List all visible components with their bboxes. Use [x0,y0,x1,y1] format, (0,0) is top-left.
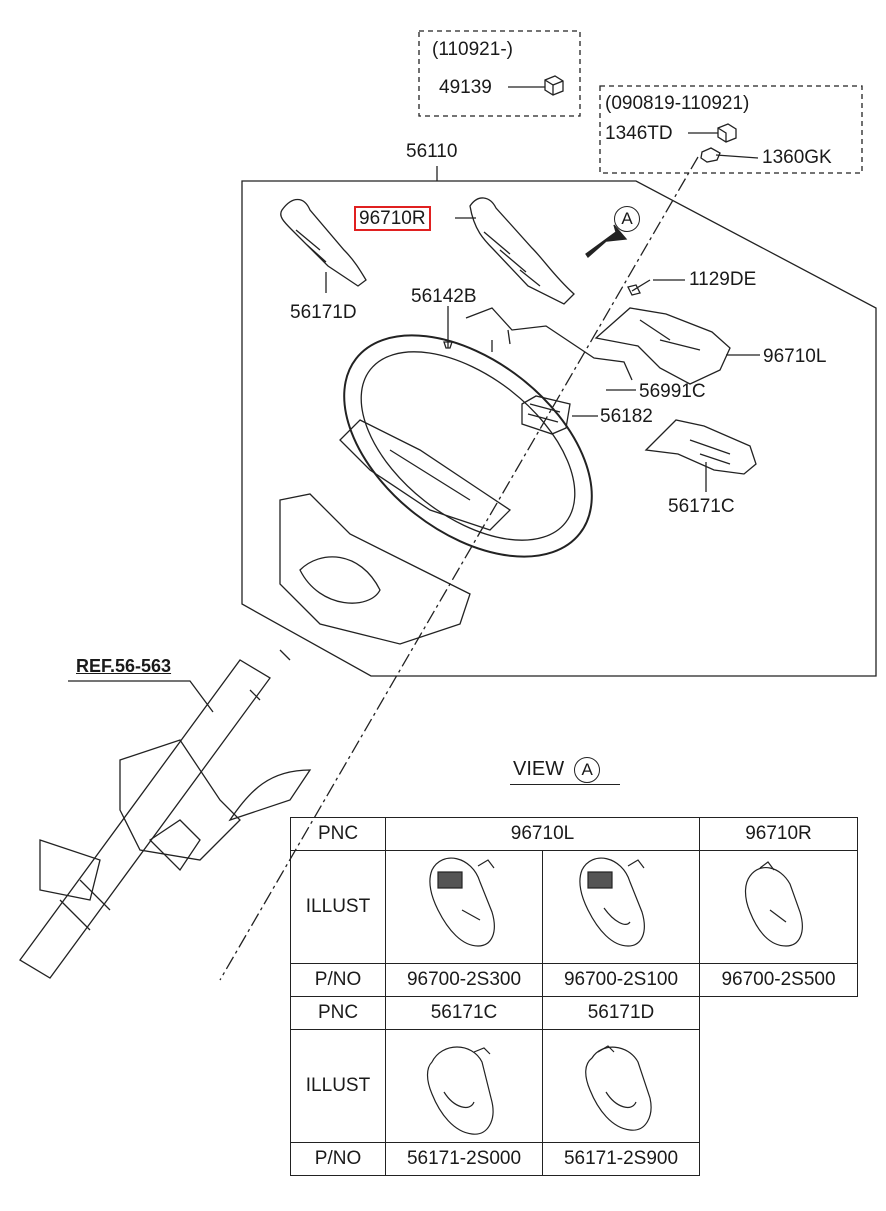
part-1346TD-label[interactable]: 1346TD [605,123,673,144]
illust-cell-56171-2S900[interactable] [542,1029,700,1143]
pnc-56171D[interactable]: 56171D [542,996,700,1030]
pno-56171-2S900[interactable]: 56171-2S900 [542,1142,700,1176]
variant-date-090819: (090819-110921) [605,93,750,114]
blank-cell [700,1143,858,1176]
variant-box-090819 [599,85,863,174]
bezel-56171C [644,419,757,475]
view-a-marker: A [614,206,640,232]
blank-cell [700,997,858,1030]
part-96710L-label[interactable]: 96710L [763,346,827,367]
nut-49139 [544,75,564,96]
pno-96700-2S500[interactable]: 96700-2S500 [699,963,858,997]
nut-1346TD [717,123,737,143]
pnc-header-2: PNC [290,996,386,1030]
view-label: VIEW [513,758,565,780]
part-56142B-label[interactable]: 56142B [411,286,477,307]
bezel-56171D [280,198,367,287]
illust-header-2: ILLUST [290,1029,386,1143]
reference-56-563-link[interactable]: REF.56-563 [76,656,172,676]
part-49139-label[interactable]: 49139 [439,77,492,98]
part-96710R-label-highlighted[interactable]: 96710R [354,206,431,231]
blank-cell [700,1030,858,1143]
illust-cell-96700-2S300[interactable] [385,850,543,964]
steering-wheel-cover [279,493,471,645]
view-underline [510,784,620,785]
variant-date-110921: (110921-) [432,39,513,60]
pnc-header: PNC [290,817,386,851]
steering-column [19,649,312,979]
part-56171D-label[interactable]: 56171D [290,302,357,323]
view-a-heading: VIEW A [513,757,601,783]
screw-1129DE [627,279,651,296]
view-arrow [585,224,628,258]
part-56110-label[interactable]: 56110 [406,141,458,162]
pno-96700-2S100[interactable]: 96700-2S100 [542,963,700,997]
steering-wheel-hub [339,419,512,531]
steering-wheel-rim-inner [360,351,576,541]
illust-cell-56171-2S000[interactable] [385,1029,543,1143]
illust-cell-96700-2S500[interactable] [699,850,858,964]
illust-cell-96700-2S100[interactable] [542,850,700,964]
pno-96700-2S300[interactable]: 96700-2S300 [385,963,543,997]
part-1129DE-label[interactable]: 1129DE [689,269,757,290]
pno-header: P/NO [290,963,386,997]
parts-table: PNC 96710L 96710R ILLUST P/NO 96700-2S30… [290,817,858,1176]
part-56171C-label[interactable]: 56171C [668,496,735,517]
illust-header: ILLUST [290,850,386,964]
part-56182-label[interactable]: 56182 [600,406,653,427]
pno-56171-2S000[interactable]: 56171-2S000 [385,1142,543,1176]
variant-box-110921 [418,30,581,117]
pnc-56171C[interactable]: 56171C [385,996,543,1030]
part-1360GK-label[interactable]: 1360GK [762,147,832,168]
washer-1360GK [700,147,721,163]
switch-96710R [469,197,575,305]
pnc-96710L[interactable]: 96710L [385,817,700,851]
pno-header-2: P/NO [290,1142,386,1176]
view-circle-marker: A [574,757,601,783]
wiring-56991C [465,307,633,381]
assembly-boundary [241,180,877,677]
pnc-96710R[interactable]: 96710R [699,817,858,851]
switch-96710L [594,307,731,385]
steering-wheel-rim [343,334,593,558]
part-56991C-label[interactable]: 56991C [639,381,706,402]
